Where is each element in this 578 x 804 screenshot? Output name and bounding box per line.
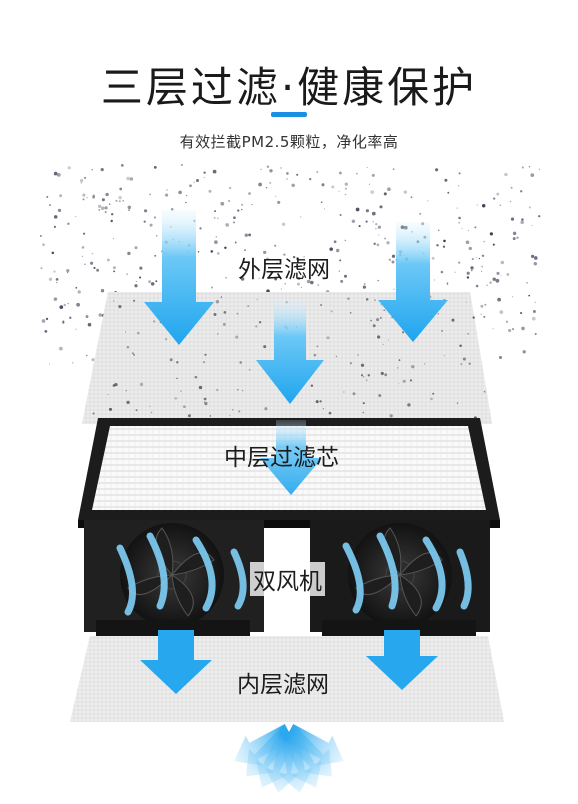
swirl-arrows [116,532,472,616]
inner-filter-label: 内层滤网 [237,672,329,698]
airflow-arrows-top [144,210,448,404]
fan-icon [310,520,490,638]
arrow-down-icon [140,630,212,694]
middle-filter-label: 中层过滤芯 [224,445,339,471]
fans-label: 双风机 [250,562,325,596]
diffuse-arrows-icon [234,724,344,794]
arrow-down-icon [144,210,214,345]
title-accent-bar [271,112,307,117]
page-title: 三层过滤·健康保护 [100,63,478,112]
outflow-arrow-icon [284,724,344,766]
arrow-down-icon [260,420,322,495]
arrow-down-icon [366,630,438,690]
page-subtitle: 有效拦截PM2.5颗粒，净化率高 [179,133,399,151]
dual-fan-unit [84,520,490,638]
arrow-down-icon [256,300,324,404]
arrow-down-icon [378,222,448,342]
fan-icon [84,520,264,638]
outer-filter-label: 外层滤网 [238,257,330,283]
